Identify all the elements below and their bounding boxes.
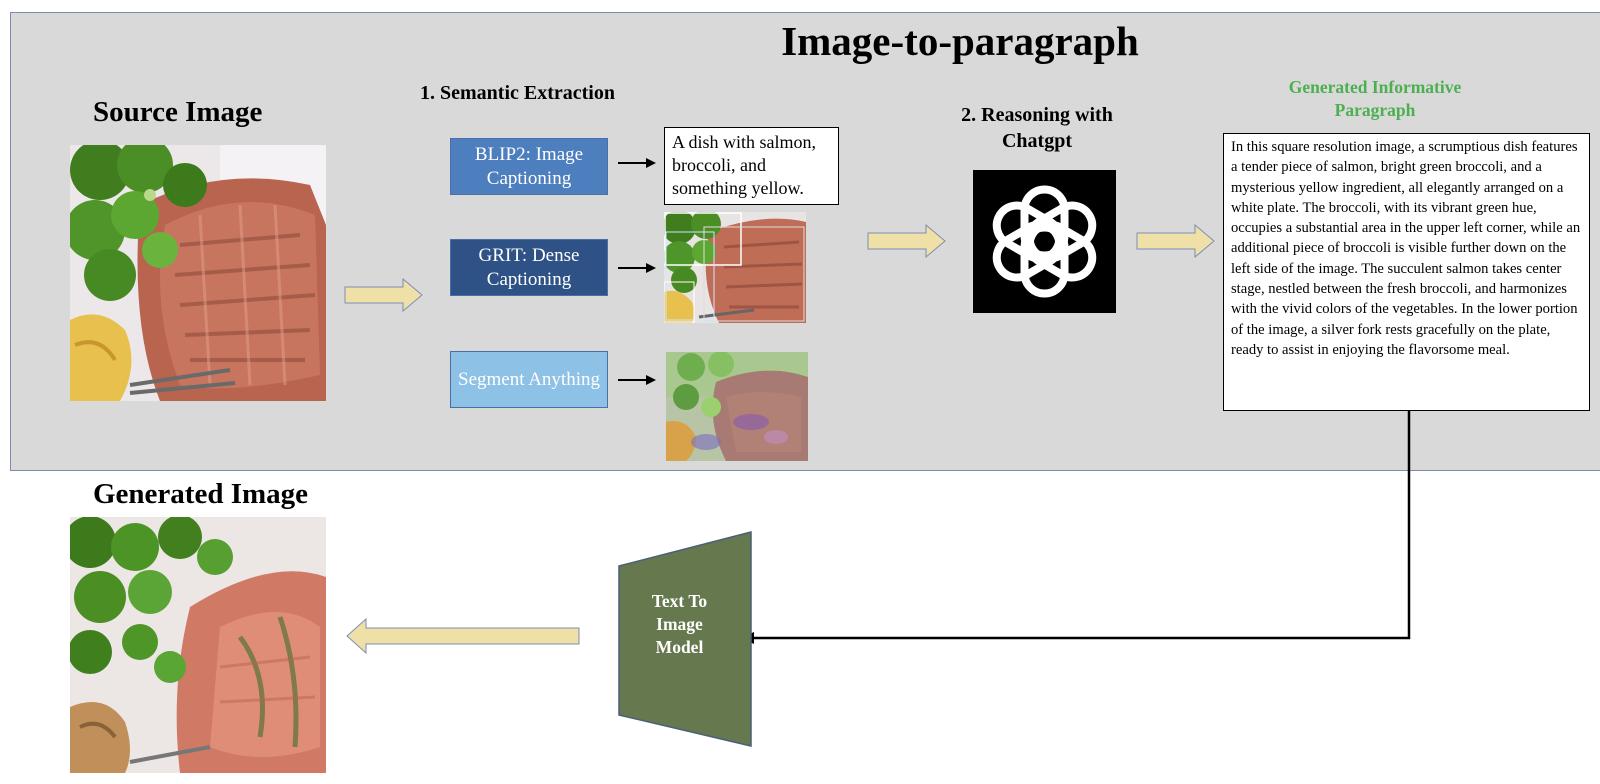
segment-anything-image: [666, 352, 808, 461]
generated-paragraph-text: In this square resolution image, a scrum…: [1223, 133, 1590, 411]
generated-image: [70, 517, 326, 773]
flow-arrow-to-reasoning: [867, 224, 947, 258]
connector-paragraph-to-model: [740, 410, 1412, 646]
generated-paragraph-heading: Generated Informative Paragraph: [1288, 77, 1462, 120]
diagram-title: Image-to-paragraph: [781, 18, 1139, 64]
flow-arrow-to-generated-image: [346, 618, 580, 654]
reasoning-heading: 2. Reasoning with Chatgpt: [961, 104, 1113, 152]
blip2-image-captioning-box: BLIP2: Image Captioning: [450, 138, 608, 195]
text-to-image-model-label: Text To Image Model: [651, 591, 708, 657]
flow-arrow-to-extraction: [344, 278, 424, 312]
arrow-grit-to-dense: [618, 260, 658, 276]
generated-image-label: Generated Image: [93, 478, 309, 510]
grit-dense-captioning-box: GRIT: Dense Captioning: [450, 239, 608, 296]
arrow-sam-to-segments: [618, 372, 658, 388]
blip2-caption-output: A dish with salmon, broccoli, and someth…: [664, 127, 839, 205]
arrow-blip2-to-caption: [618, 155, 658, 171]
source-image: [70, 145, 326, 401]
text-to-image-model: [618, 531, 752, 747]
dense-captioning-image: [664, 212, 806, 323]
segment-anything-box: Segment Anything: [450, 351, 608, 408]
flow-arrow-to-paragraph: [1136, 224, 1216, 258]
source-image-label: Source Image: [93, 96, 263, 128]
semantic-extraction-heading: 1. Semantic Extraction: [420, 82, 615, 104]
chatgpt-logo-icon: [973, 170, 1116, 313]
